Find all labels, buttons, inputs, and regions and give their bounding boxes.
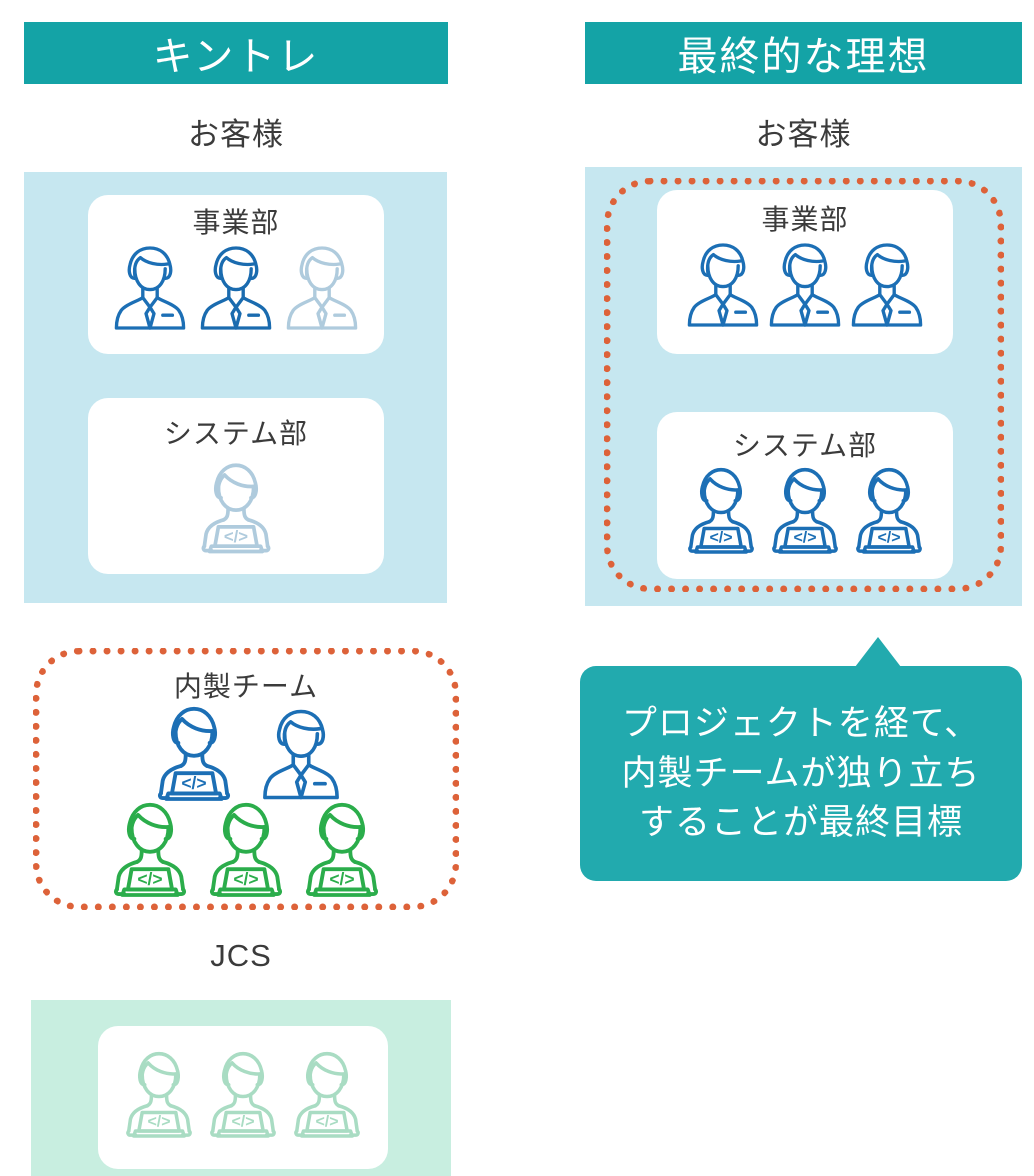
right-customer-label: お客様	[755, 117, 852, 152]
developer-person-icon	[104, 799, 196, 899]
developer-person-icon-faded	[117, 1048, 201, 1140]
right-system-division-card: システム部	[657, 412, 953, 579]
developer-person-icon-faded	[201, 1048, 285, 1140]
right-business-division-card: 事業部	[657, 190, 953, 354]
card-title: システム部	[163, 418, 309, 449]
jcs-icon-row	[117, 1048, 369, 1140]
suit-person-icon	[258, 706, 344, 803]
right-system-division-icon-row	[679, 464, 931, 556]
left-business-division-icon-row	[110, 243, 362, 333]
right-business-division-icon-row	[683, 240, 927, 330]
callout-arrow-icon	[855, 637, 901, 667]
developer-person-icon	[847, 464, 931, 556]
inhouse-team-bottom-row	[104, 799, 388, 899]
left-business-division-card: 事業部	[88, 195, 384, 354]
card-title: 事業部	[192, 207, 280, 238]
right-column-header: 最終的な理想	[585, 22, 1022, 84]
suit-person-icon	[765, 240, 845, 330]
left-customer-label: お客様	[188, 117, 284, 152]
callout-line-1: プロジェクトを経て、	[621, 703, 981, 743]
inhouse-team-top-row	[148, 703, 344, 803]
jcs-label: JCS	[210, 938, 272, 973]
suit-person-icon	[110, 243, 190, 333]
card-title: 事業部	[761, 204, 849, 235]
developer-person-icon-faded	[192, 460, 280, 555]
callout-line-2: 内製チームが独り立ち	[621, 753, 981, 793]
left-system-division-icon-row	[192, 460, 280, 555]
callout-line-3: することが最終目標	[638, 803, 963, 843]
goal-callout: プロジェクトを経て、 内製チームが独り立ち することが最終目標	[580, 666, 1022, 881]
inhouse-team-card: 内製チーム	[40, 655, 452, 903]
inhouse-team-title: 内製チーム	[173, 671, 319, 702]
jcs-card	[98, 1026, 388, 1169]
developer-person-icon-faded	[285, 1048, 369, 1140]
suit-person-icon	[196, 243, 276, 333]
card-title: システム部	[732, 430, 878, 461]
left-column-header: キントレ	[24, 22, 448, 84]
developer-person-icon	[296, 799, 388, 899]
developer-person-icon	[679, 464, 763, 556]
suit-person-icon	[847, 240, 927, 330]
developer-person-icon	[200, 799, 292, 899]
developer-person-icon	[148, 703, 240, 803]
suit-person-icon	[683, 240, 763, 330]
suit-person-icon-faded	[282, 243, 362, 333]
left-system-division-card: システム部	[88, 398, 384, 574]
developer-person-icon	[763, 464, 847, 556]
